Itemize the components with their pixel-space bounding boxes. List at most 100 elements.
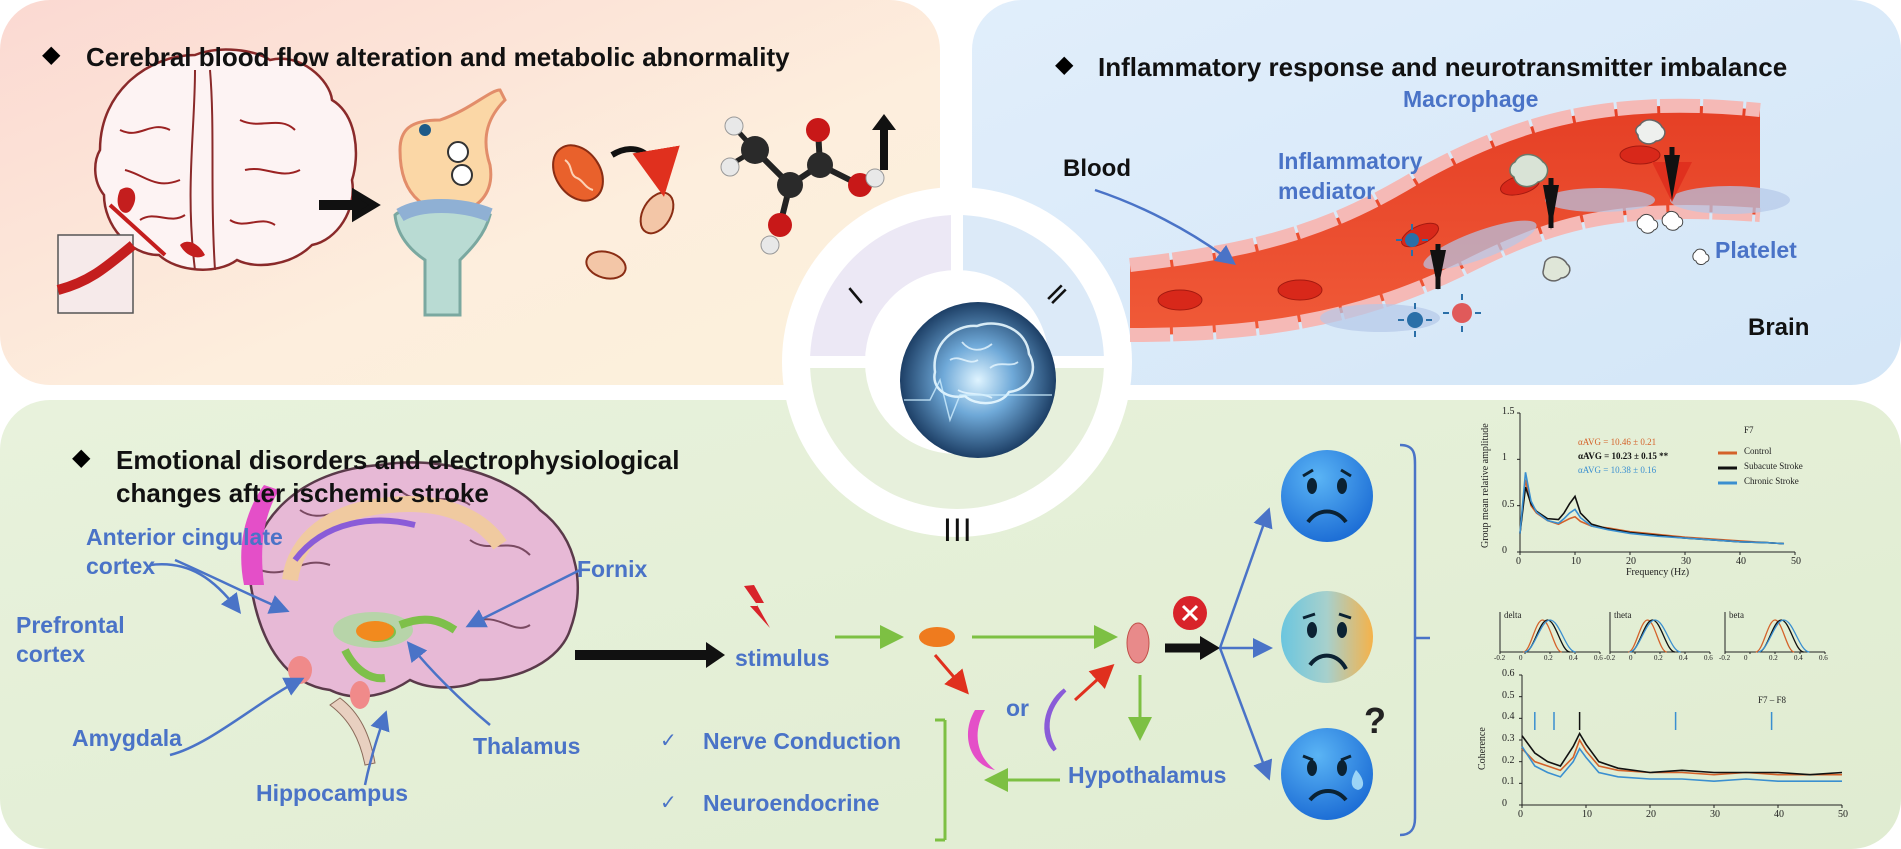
amygdala-node [919,627,955,647]
coh-ytick-label: 0 [1502,798,1507,809]
charts [1499,412,1843,808]
coh-ytick-label: 0.5 [1502,689,1515,701]
coh-ylabel: Coherence [1477,727,1488,770]
brain-coronal-icon [56,48,358,314]
amp-series-2 [1519,472,1785,545]
coh-series-2 [1521,746,1842,782]
amp-legend-label: Control [1744,446,1772,456]
delta-xtick-label: 0.2 [1544,654,1553,662]
label-fornix: Fornix [577,556,648,582]
delta-title: delta [1504,610,1522,620]
theta-curve-2 [1629,619,1681,653]
coh-ytick-label: 0.1 [1502,776,1515,788]
label-pfc-2: cortex [16,641,86,667]
brain-label-leaders [149,558,581,786]
amp-annotation: αAVG = 10.23 ± 0.15 ** [1578,451,1669,461]
theta-xtick-label: -0.2 [1604,654,1616,662]
amp-ylabel: Group mean relative amplitude [1480,423,1491,548]
theta-xtick-label: 0 [1629,654,1633,662]
red-arrows [933,654,1115,702]
label-platelet: Platelet [1715,237,1797,263]
check-mark-1: ✓ [660,730,677,752]
panel3-title-2: changes after ischemic stroke [116,478,489,508]
theta-xtick-label: 0.4 [1679,654,1688,662]
anxious-face-icon [1281,728,1373,820]
amp-xtick-label: 50 [1791,556,1801,567]
amp-ytick-label: 1.5 [1502,406,1515,417]
beta-xtick-label: -0.2 [1719,654,1731,662]
coh-ytick-label: 0.4 [1502,711,1515,723]
confused-face-icon [1281,591,1373,683]
label-acc-2: cortex [86,553,156,579]
pfc-small-icon [967,710,995,770]
label-pfc-1: Prefrontal [16,612,125,638]
coh-title: F7 – F8 [1758,695,1787,705]
panel2-title: Inflammatory response and neurotransmitt… [1098,52,1788,82]
delta-xtick-label: 0.4 [1569,654,1578,662]
acc-small-icon [1044,688,1067,752]
amp-title: F7 [1744,425,1754,435]
mitochondria-icon [552,144,680,280]
amp-xtick-label: 10 [1571,556,1581,567]
coh-xtick-label: 0 [1518,809,1523,820]
amp-xtick-label: 0 [1516,556,1521,567]
label-neuroendocrine: Neuroendocrine [703,790,880,816]
question-mark: ? [1364,700,1386,741]
green-arrows [835,625,1152,842]
label-or: or [1006,695,1029,721]
coh-xtick-label: 20 [1646,809,1656,820]
macrophage-icon [1509,119,1666,282]
coh-xtick-label: 10 [1582,809,1592,820]
roman-three: III [943,512,973,548]
delta-xtick-label: -0.2 [1494,654,1506,662]
theta-xtick-label: 0.2 [1654,654,1663,662]
increase-arrow [872,114,896,170]
label-mediator-1: Inflammatory [1278,148,1423,174]
label-acc-1: Anterior cingulate [86,524,283,550]
coh-ytick-label: 0.2 [1502,754,1515,766]
coh-series-1 [1521,731,1843,776]
beta-xtick-label: 0.6 [1819,654,1828,662]
coh-xtick-label: 30 [1710,809,1720,820]
sad-face-icon [1281,450,1373,542]
synapse-icon [393,88,507,317]
bullet-diamond-2: ◆ [1055,51,1074,78]
coh-xtick-label: 50 [1838,809,1848,820]
label-stimulus: stimulus [735,645,830,671]
label-macrophage: Macrophage [1403,86,1539,112]
hypothalamus-node [1126,622,1150,664]
coh-series-0 [1521,738,1842,776]
panel3-title-1: Emotional disorders and electrophysiolog… [116,445,680,475]
beta-title: beta [1729,610,1744,620]
amp-xtick-label: 30 [1681,556,1691,567]
delta-xtick-label: 0.6 [1594,654,1603,662]
amp-annotation: αAVG = 10.38 ± 0.16 [1578,465,1657,475]
beta-xtick-label: 0.2 [1769,654,1778,662]
delta-curve-2 [1524,619,1576,653]
brain-sagittal-icon [241,461,580,766]
amp-ytick-label: 1 [1502,452,1507,464]
panel1-title: Cerebral blood flow alteration and metab… [86,42,790,72]
label-hypothalamus: Hypothalamus [1068,762,1227,788]
beta-curve-2 [1757,619,1810,653]
delta-curve-0 [1523,619,1562,653]
theta-xtick-label: 0.6 [1704,654,1713,662]
amp-legend-label: Subacute Stroke [1744,461,1803,471]
theta-curve-0 [1628,619,1667,653]
coh-ytick-label: 0.6 [1502,668,1515,679]
coh-ytick-label: 0.3 [1502,733,1515,744]
label-brain: Brain [1748,314,1810,341]
cytokine-icon [1396,224,1481,337]
label-hippocampus: Hippocampus [256,780,409,806]
branch-arrows [1218,443,1430,837]
label-thalamus: Thalamus [473,733,581,759]
brain-hologram-icon [900,302,1056,458]
amp-xtick-label: 20 [1626,556,1636,567]
lightning-icon [744,585,770,628]
coh-xtick-label: 40 [1774,809,1784,820]
amp-annotation: αAVG = 10.46 ± 0.21 [1578,437,1657,447]
amp-ytick-label: 0.5 [1502,498,1515,510]
lactate-molecule-icon [720,116,885,255]
